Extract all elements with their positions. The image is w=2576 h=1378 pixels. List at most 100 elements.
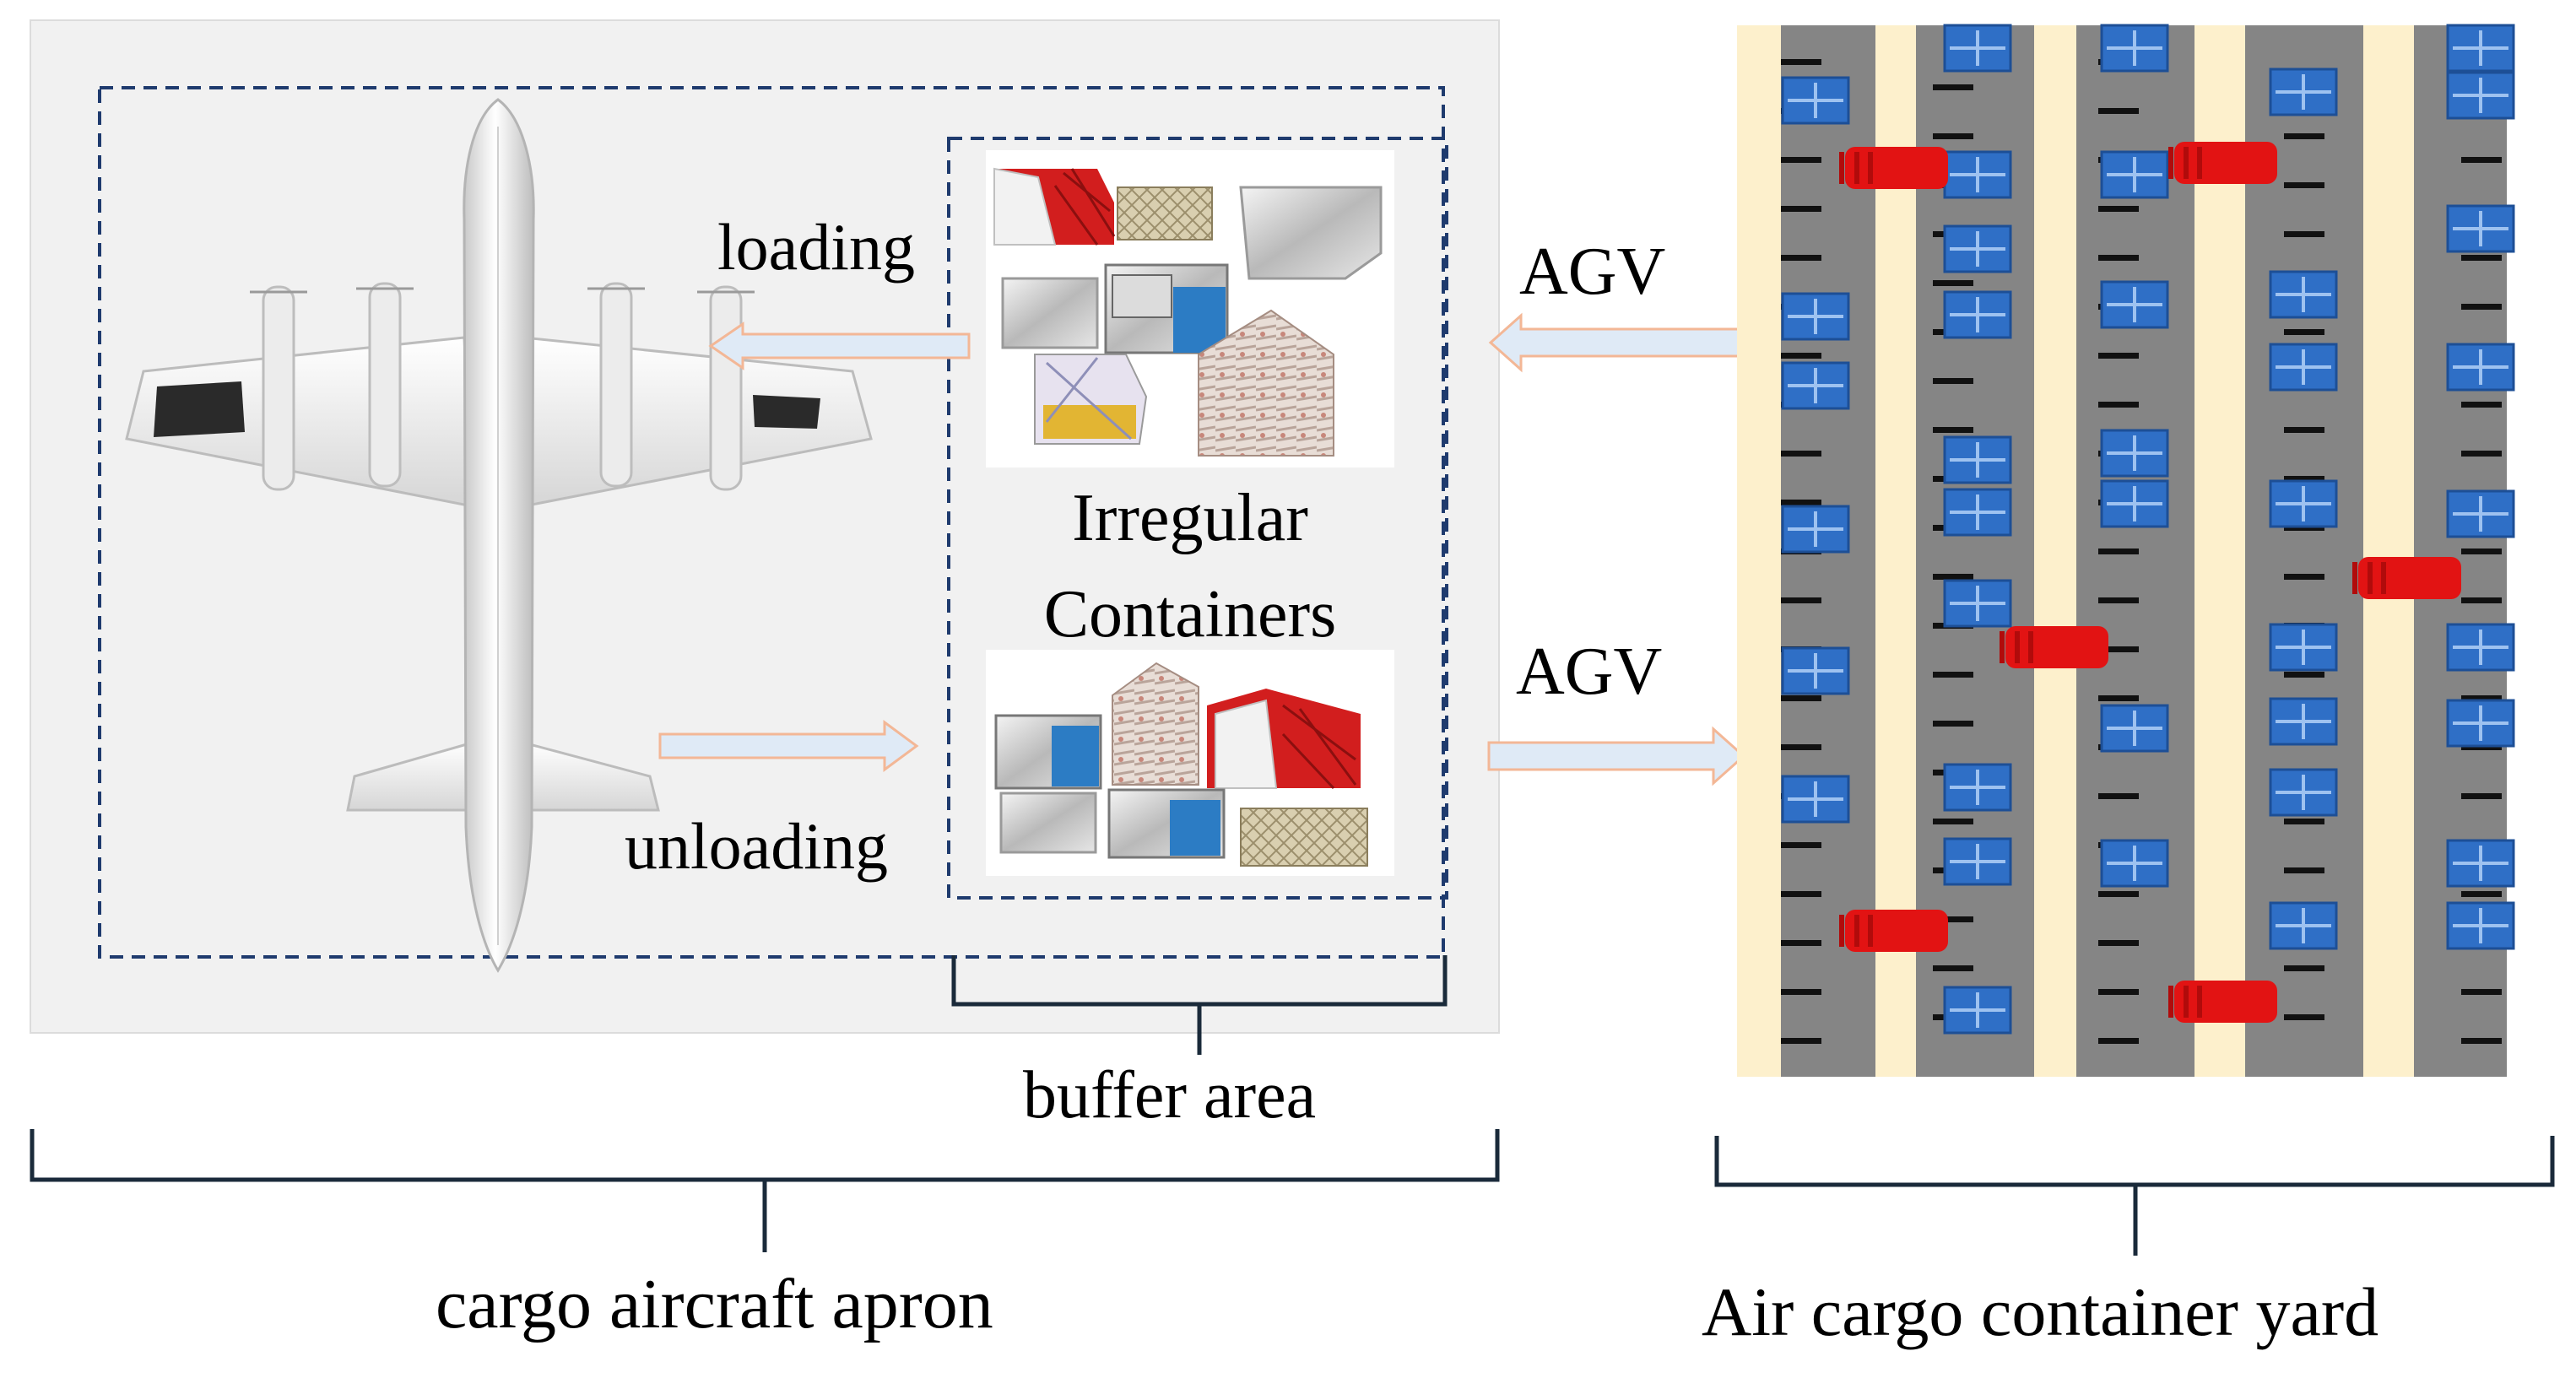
cargo-aircraft-top-view-icon	[125, 98, 873, 973]
yard-container-detail	[2453, 349, 2508, 385]
yard-container-detail	[1950, 494, 2005, 530]
agv-fork-icon	[2352, 562, 2386, 594]
agv-vehicle-icon	[1845, 910, 1948, 952]
container-yard-map	[1737, 24, 2515, 1077]
yard-container-detail	[2276, 74, 2331, 110]
yard-slot-mark	[2098, 108, 2139, 114]
yard-slot-mark	[1781, 891, 1821, 897]
yard-container-detail	[1788, 83, 1843, 118]
yard-container-detail	[1950, 992, 2005, 1028]
yard-slot-mark	[2461, 402, 2502, 408]
yard-slot-mark	[2284, 965, 2324, 971]
yard-slot-mark	[2098, 695, 2139, 701]
yard-container-detail	[1950, 442, 2005, 478]
yard-slot-mark	[1933, 133, 1973, 139]
yard-container-detail	[1788, 368, 1843, 403]
yard-slot-mark	[2461, 597, 2502, 603]
yard-slot-mark	[1781, 59, 1821, 65]
yard-container-detail	[2107, 846, 2162, 881]
yard-slot-mark	[2098, 646, 2139, 652]
yard-container-detail	[2276, 630, 2331, 665]
yard-slot-mark	[2461, 695, 2502, 701]
yard-slot-mark	[2461, 891, 2502, 897]
yard-container-detail	[1950, 770, 2005, 805]
yard-container-detail	[2107, 435, 2162, 471]
yard-slot-mark	[1933, 574, 1973, 580]
yard-road-4	[2245, 25, 2363, 1077]
agv-fork-icon	[1839, 152, 1873, 184]
yard-container-detail	[2107, 711, 2162, 746]
yard-slot-mark	[2284, 574, 2324, 580]
buffer-area-brace	[951, 955, 1448, 1055]
yard-slot-mark	[2284, 1014, 2324, 1020]
agv-inbound-arrow	[1488, 312, 1749, 373]
yard-brace	[1714, 1136, 2555, 1256]
yard-slot-mark	[2461, 157, 2502, 163]
yard-slot-mark	[2098, 548, 2139, 554]
yard-container-detail	[1950, 297, 2005, 332]
yard-road-2	[1916, 25, 2034, 1077]
yard-slot-mark	[2284, 427, 2324, 433]
yard-container-detail	[1950, 586, 2005, 621]
yard-container-detail	[2107, 157, 2162, 192]
yard-slot-mark	[1933, 672, 1973, 678]
yard-slot-mark	[2284, 476, 2324, 482]
yard-slot-mark	[1933, 280, 1973, 286]
agv-vehicle-icon	[1845, 147, 1948, 189]
yard-slot-mark	[2098, 793, 2139, 799]
yard-slot-mark	[2461, 1038, 2502, 1044]
yard-container-detail	[2276, 775, 2331, 810]
yard-slot-mark	[1781, 744, 1821, 750]
agv-fork-icon	[2000, 631, 2033, 663]
yard-container-detail	[1950, 30, 2005, 66]
yard-slot-mark	[2284, 231, 2324, 237]
yard-slot-mark	[2098, 940, 2139, 946]
yard-slot-mark	[1781, 206, 1821, 212]
yard-slot-mark	[2284, 329, 2324, 335]
yard-slot-mark	[1933, 378, 1973, 384]
yard-slot-mark	[2098, 255, 2139, 261]
yard-slot-mark	[2098, 402, 2139, 408]
yard-slot-mark	[2461, 304, 2502, 310]
yard-container-detail	[1788, 781, 1843, 817]
yard-container-detail	[1950, 231, 2005, 267]
yard-slot-mark	[2284, 672, 2324, 678]
yard-slot-mark	[2284, 182, 2324, 188]
agv-fork-icon	[2168, 147, 2202, 179]
yard-slot-mark	[2098, 989, 2139, 995]
yard-slot-mark	[1781, 597, 1821, 603]
yard-container-detail	[2276, 486, 2331, 521]
buffer-dashed-boundary	[947, 137, 1448, 900]
agv-vehicle-icon	[2005, 626, 2108, 668]
yard-slot-mark	[2461, 451, 2502, 457]
yard-slot-mark	[1781, 353, 1821, 359]
apron-brace	[30, 1129, 1500, 1252]
yard-container-detail	[2453, 78, 2508, 113]
yard-container-detail	[1950, 844, 2005, 879]
yard-container-detail	[2276, 277, 2331, 312]
yard-slot-mark	[1933, 819, 1973, 824]
yard-slot-mark	[2461, 255, 2502, 261]
yard-container-detail	[2453, 705, 2508, 741]
yard-slot-mark	[2284, 867, 2324, 873]
yard-slot-mark	[1781, 451, 1821, 457]
yard-slot-mark	[1933, 84, 1973, 90]
yard-container-detail	[1788, 653, 1843, 689]
yard-slot-mark	[2098, 206, 2139, 212]
agv-fork-icon	[2168, 986, 2202, 1018]
yard-container-detail	[1950, 157, 2005, 192]
yard-slot-mark	[2098, 891, 2139, 897]
yard-container-detail	[2107, 30, 2162, 66]
yard-slot-mark	[1781, 500, 1821, 505]
yard-slot-mark	[1933, 721, 1973, 727]
yard-slot-mark	[2284, 819, 2324, 824]
loading-arrow	[708, 322, 971, 370]
yard-container-detail	[2453, 908, 2508, 943]
apron-dashed-boundary	[98, 86, 1445, 959]
yard-slot-mark	[2098, 597, 2139, 603]
yard-slot-mark	[1781, 255, 1821, 261]
yard-slot-mark	[1781, 157, 1821, 163]
yard-container-detail	[2453, 496, 2508, 532]
yard-slot-mark	[1781, 695, 1821, 701]
